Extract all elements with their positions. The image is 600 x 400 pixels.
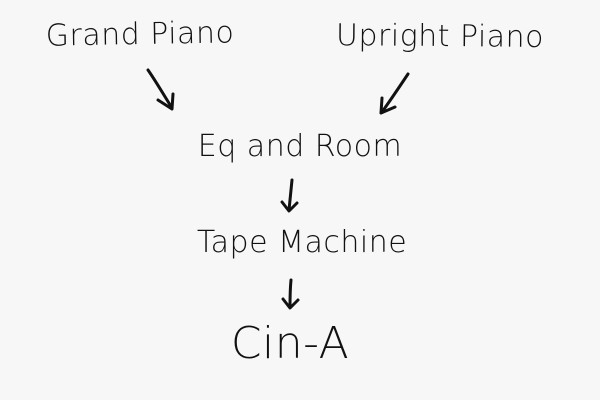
arrow-eq-to-tape [280,178,299,213]
arrow-grand-to-eq [146,68,175,111]
arrow-upright-to-eq [379,72,410,115]
node-upright-piano: Upright Piano [335,18,545,55]
node-grand-piano: Grand Piano [45,15,235,54]
arrow-tape-to-cina [281,278,300,310]
node-eq-and-room: Eq and Room [197,129,403,164]
node-cin-a: Cin-A [230,318,350,369]
node-tape-machine: Tape Machine [196,225,408,260]
